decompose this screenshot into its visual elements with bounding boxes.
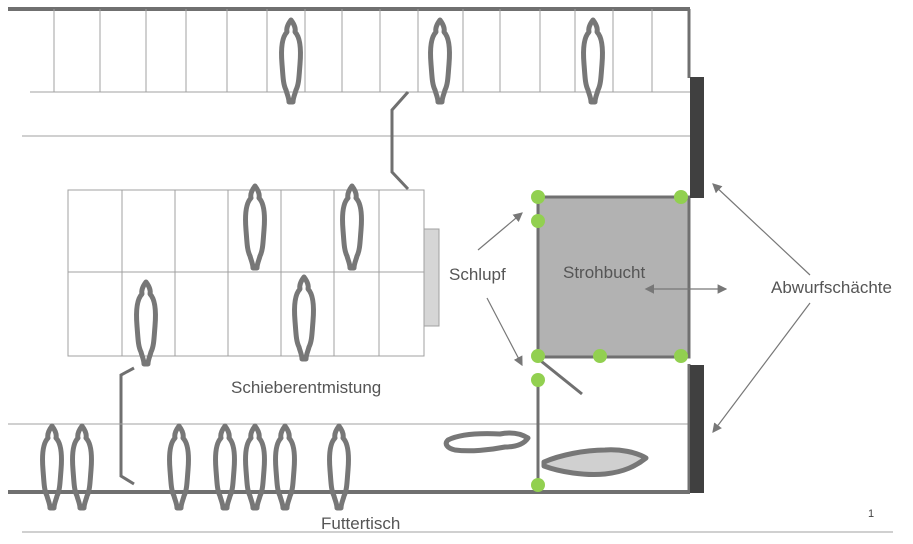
straw-pen	[536, 195, 691, 359]
cow-topview-icon	[541, 447, 649, 477]
arrow-chute-upper	[712, 183, 811, 276]
top-gate-line	[390, 91, 410, 191]
cow-topview-icon	[343, 186, 362, 268]
gate-point-icon	[674, 349, 688, 363]
cow-topview-icon	[137, 282, 156, 364]
arrow-chute-lower	[712, 302, 811, 433]
center-stall-block	[67, 189, 440, 486]
gate-point-icon	[531, 349, 545, 363]
chute-lower	[690, 365, 704, 493]
cow-topview-icon	[43, 426, 62, 508]
cows-center	[137, 186, 362, 364]
label-futtertisch: Futtertisch	[321, 514, 401, 533]
cows-top-row	[282, 20, 603, 102]
cow-topview-icon	[276, 426, 295, 508]
left-gate-line	[119, 366, 135, 486]
cow-topview-icon	[73, 426, 92, 508]
label-schlupf: Schlupf	[449, 265, 506, 284]
bottom-lane	[8, 355, 893, 533]
cow-topview-icon	[246, 426, 265, 508]
gate-point-icon	[593, 349, 607, 363]
label-abwurfschaechte: Abwurfschächte	[771, 278, 892, 297]
cows-bottom-row	[43, 426, 349, 508]
gate-point-icon	[531, 478, 545, 492]
cow-topview-icon	[443, 430, 531, 454]
cow-topview-icon	[216, 426, 235, 508]
cow-topview-icon	[246, 186, 265, 268]
cow-topview-icon	[431, 20, 450, 102]
gate-point-icon	[674, 190, 688, 204]
chute-upper	[690, 77, 704, 198]
gate-point-icon	[531, 214, 545, 228]
cows-lying	[443, 430, 649, 477]
page-number: 1	[868, 508, 875, 520]
cow-topview-icon	[170, 426, 189, 508]
cow-topview-icon	[330, 426, 349, 508]
top-stall-dividers	[53, 9, 653, 92]
arrow-schlupf-lower	[486, 297, 523, 367]
cow-topview-icon	[282, 20, 301, 102]
label-schieberentmistung: Schieberentmistung	[231, 378, 382, 397]
schlupf-gate	[535, 355, 583, 396]
cow-topview-icon	[584, 20, 603, 102]
gate-point-icon	[531, 190, 545, 204]
annotation-arrows	[477, 183, 811, 433]
gate-point-icon	[531, 373, 545, 387]
scraper-plate	[423, 228, 440, 327]
top-stall-row	[8, 7, 691, 191]
arrow-schlupf-upper	[477, 212, 523, 251]
gate-points	[531, 190, 688, 492]
label-strohbucht: Strohbucht	[563, 263, 646, 282]
cow-topview-icon	[295, 277, 314, 359]
